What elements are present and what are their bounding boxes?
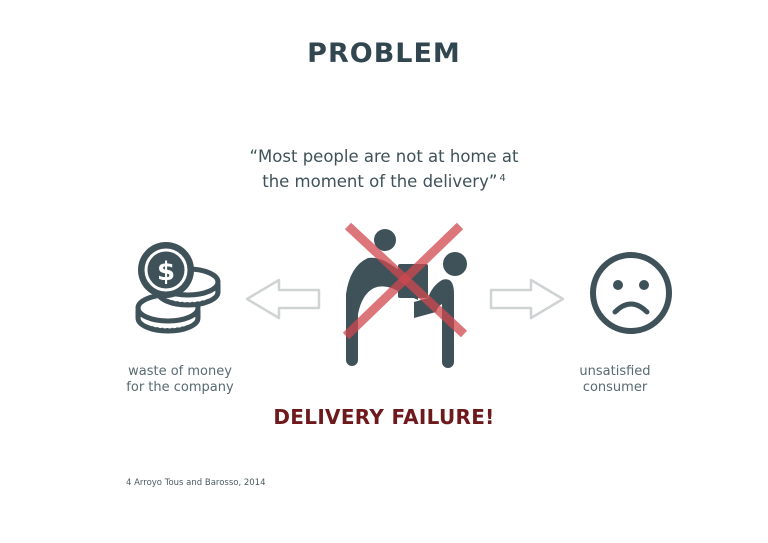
quote-line-1: “Most people are not at home at (249, 147, 519, 166)
arrow-left-icon (245, 278, 321, 320)
delivery-failure-headline: DELIVERY FAILURE! (273, 405, 495, 429)
right-caption-line-2: consumer (582, 380, 648, 395)
left-caption-line-1: waste of money (128, 364, 232, 379)
quote-line-2: the moment of the delivery”4 (184, 168, 584, 193)
waste-of-money-caption: waste of money for the company (105, 364, 255, 396)
quote-reference: 4 (499, 173, 506, 184)
right-caption-line-1: unsatisfied (579, 364, 651, 379)
slide-title: PROBLEM (307, 38, 461, 69)
arrow-right-icon (489, 278, 565, 320)
quote-text: “Most people are not at home at the mome… (184, 146, 584, 193)
sad-face-icon (590, 252, 672, 334)
footnote: 4 Arroyo Tous and Barosso, 2014 (126, 478, 266, 488)
unsatisfied-consumer-caption: unsatisfied consumer (560, 364, 670, 396)
svg-text:$: $ (157, 257, 175, 287)
quote-line-2-text: the moment of the delivery” (262, 172, 498, 191)
left-caption-line-2: for the company (126, 380, 234, 395)
package-handover-crossed-icon (342, 222, 468, 368)
coins-dollar-icon: $ (135, 242, 221, 334)
